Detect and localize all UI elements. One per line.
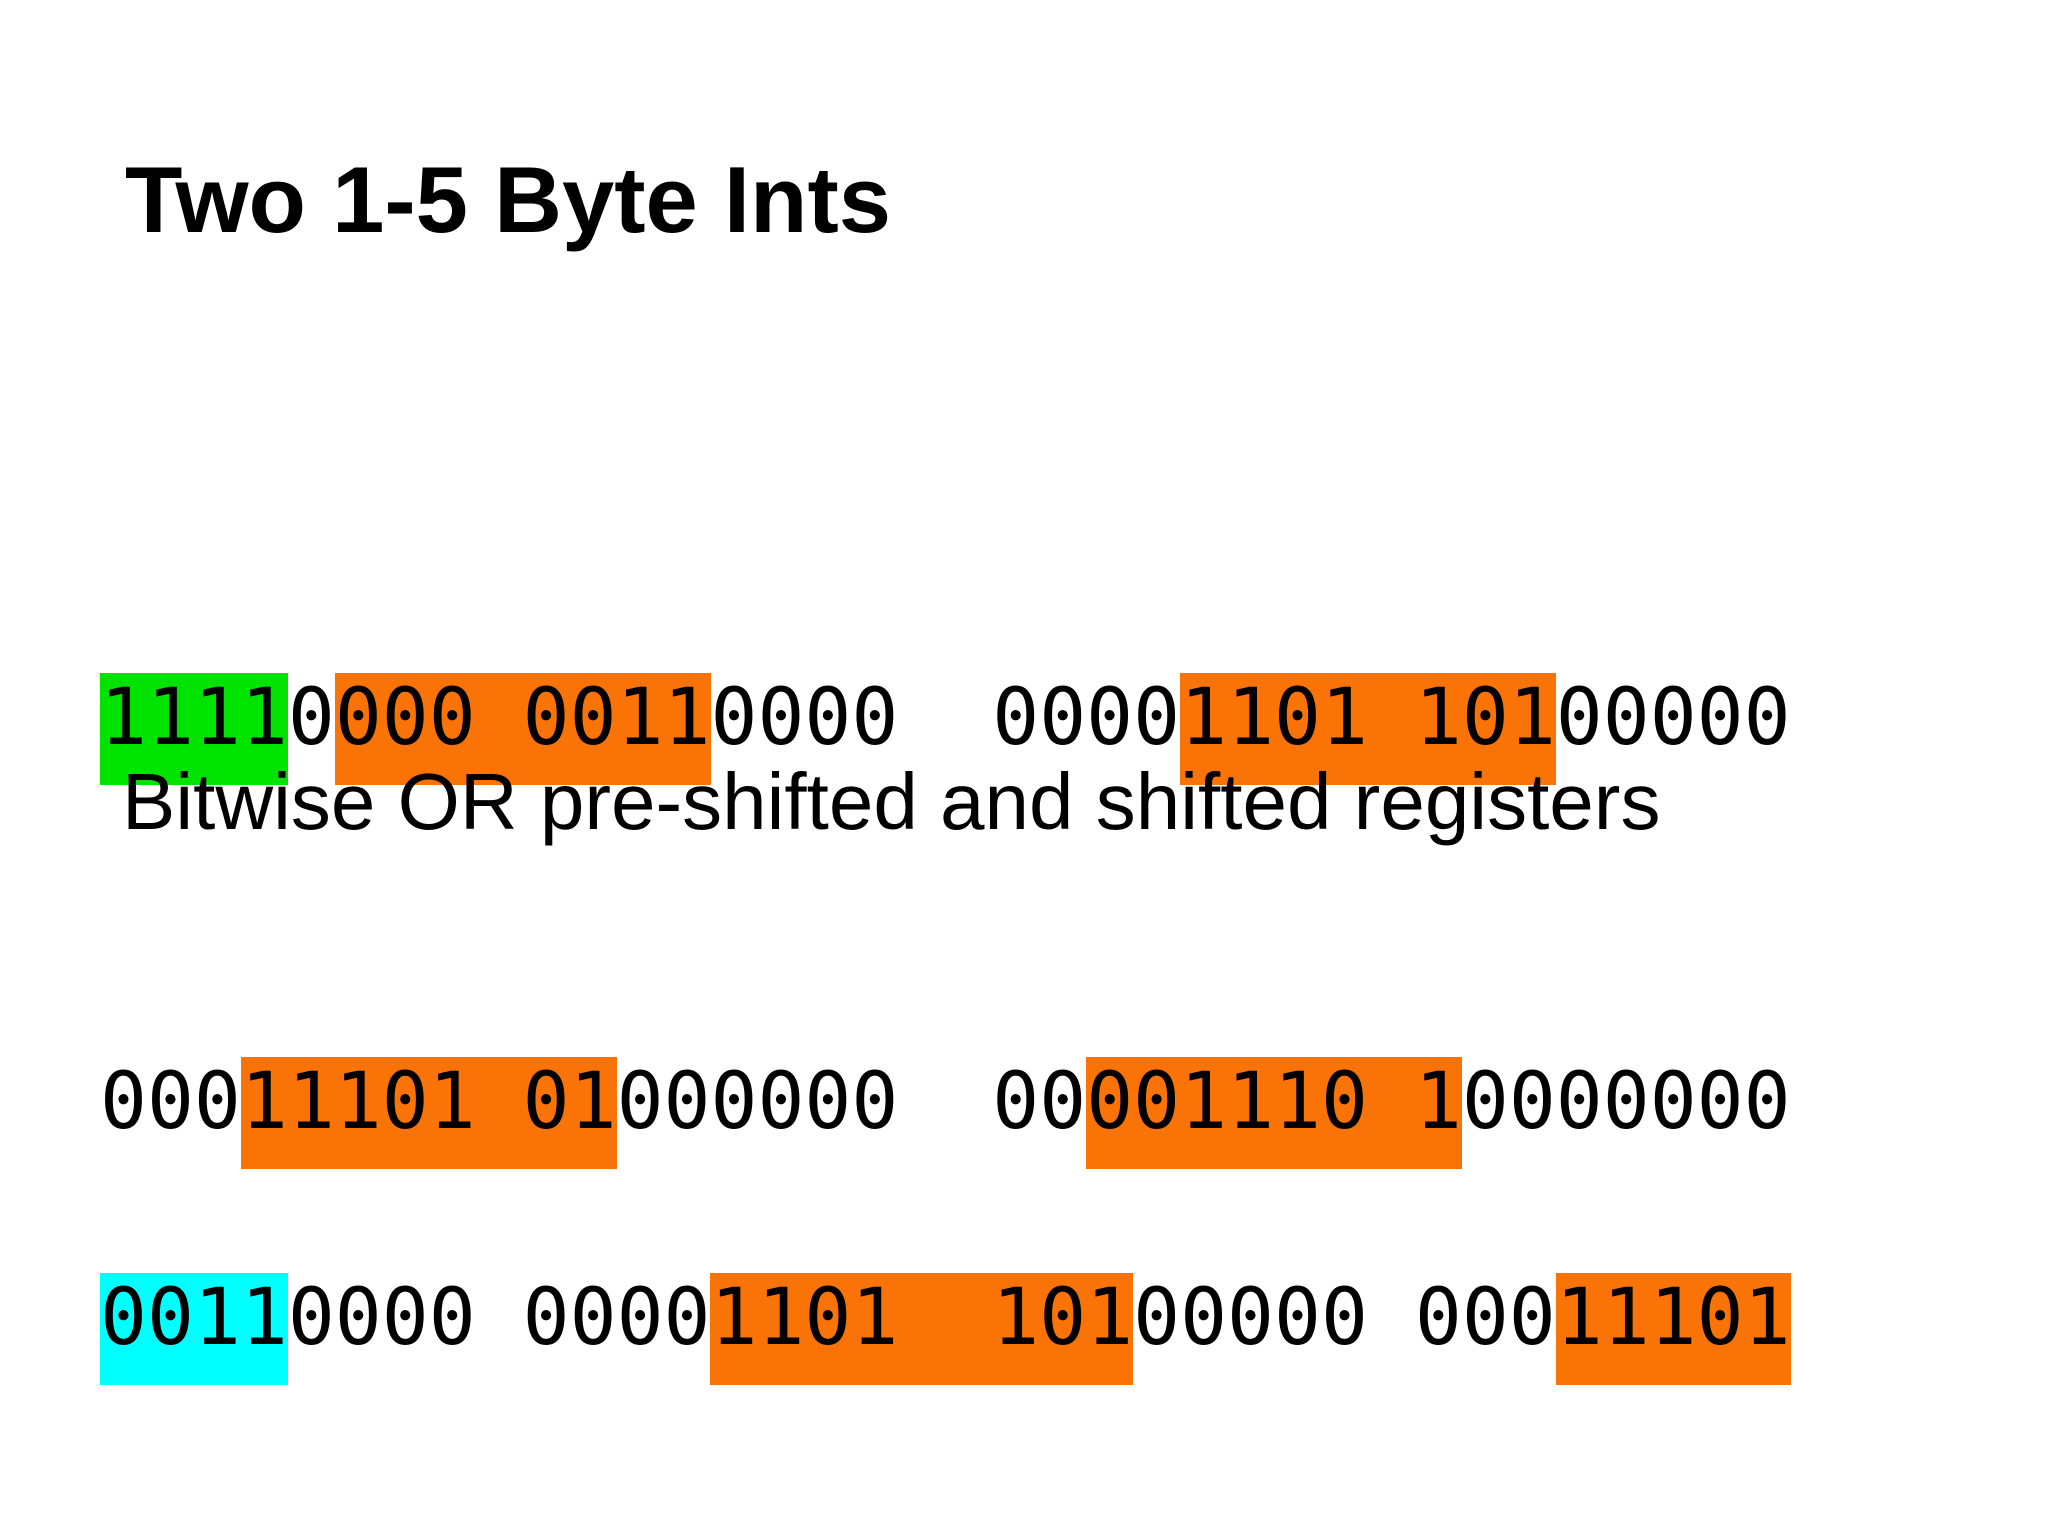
- binary-segment: 000000 00: [616, 1057, 1087, 1147]
- binary-segment-highlight-orange: 1101 101: [1180, 673, 1556, 785]
- binary-segment: 0000 0000: [710, 673, 1181, 763]
- binary-line-bottom-1: 00110000 00001101 10100000 00011101: [100, 1254, 1791, 1385]
- binary-line-top-1: 11110000 00110000 00001101 10100000: [100, 654, 1791, 785]
- binary-segment-highlight-orange: 1101 101: [710, 1273, 1134, 1385]
- binary-line-top-2: 00011101 01000000 00001110 10000000: [100, 1038, 1791, 1169]
- binary-segment: 0: [287, 673, 335, 763]
- binary-segment-highlight-cyan: 0011: [100, 1273, 288, 1385]
- binary-segment-highlight-green: 1111: [100, 673, 288, 785]
- binary-segment-highlight-orange: 11101: [1555, 1273, 1791, 1385]
- binary-segment: 000: [100, 1057, 241, 1147]
- binary-segment: 00000: [1555, 673, 1791, 763]
- binary-segment-highlight-orange: 001110 1: [1086, 1057, 1462, 1169]
- register-block-preshifted: 11110000 00110000 00001101 10100000 0001…: [100, 398, 1791, 1422]
- caption-bitwise-or: Bitwise OR pre-shifted and shifted regis…: [122, 757, 1661, 846]
- binary-segment: 00000 000: [1133, 1273, 1556, 1363]
- page-title: Two 1-5 Byte Ints: [125, 147, 892, 252]
- binary-segment: 0000000: [1461, 1057, 1791, 1147]
- binary-segment: 0000 0000: [287, 1273, 711, 1363]
- binary-segment-highlight-orange: 000 0011: [334, 673, 711, 785]
- register-block-result: 00110000 00001101 10100000 00011101 0100…: [100, 998, 1791, 1536]
- binary-segment-highlight-orange: 11101 01: [240, 1057, 617, 1169]
